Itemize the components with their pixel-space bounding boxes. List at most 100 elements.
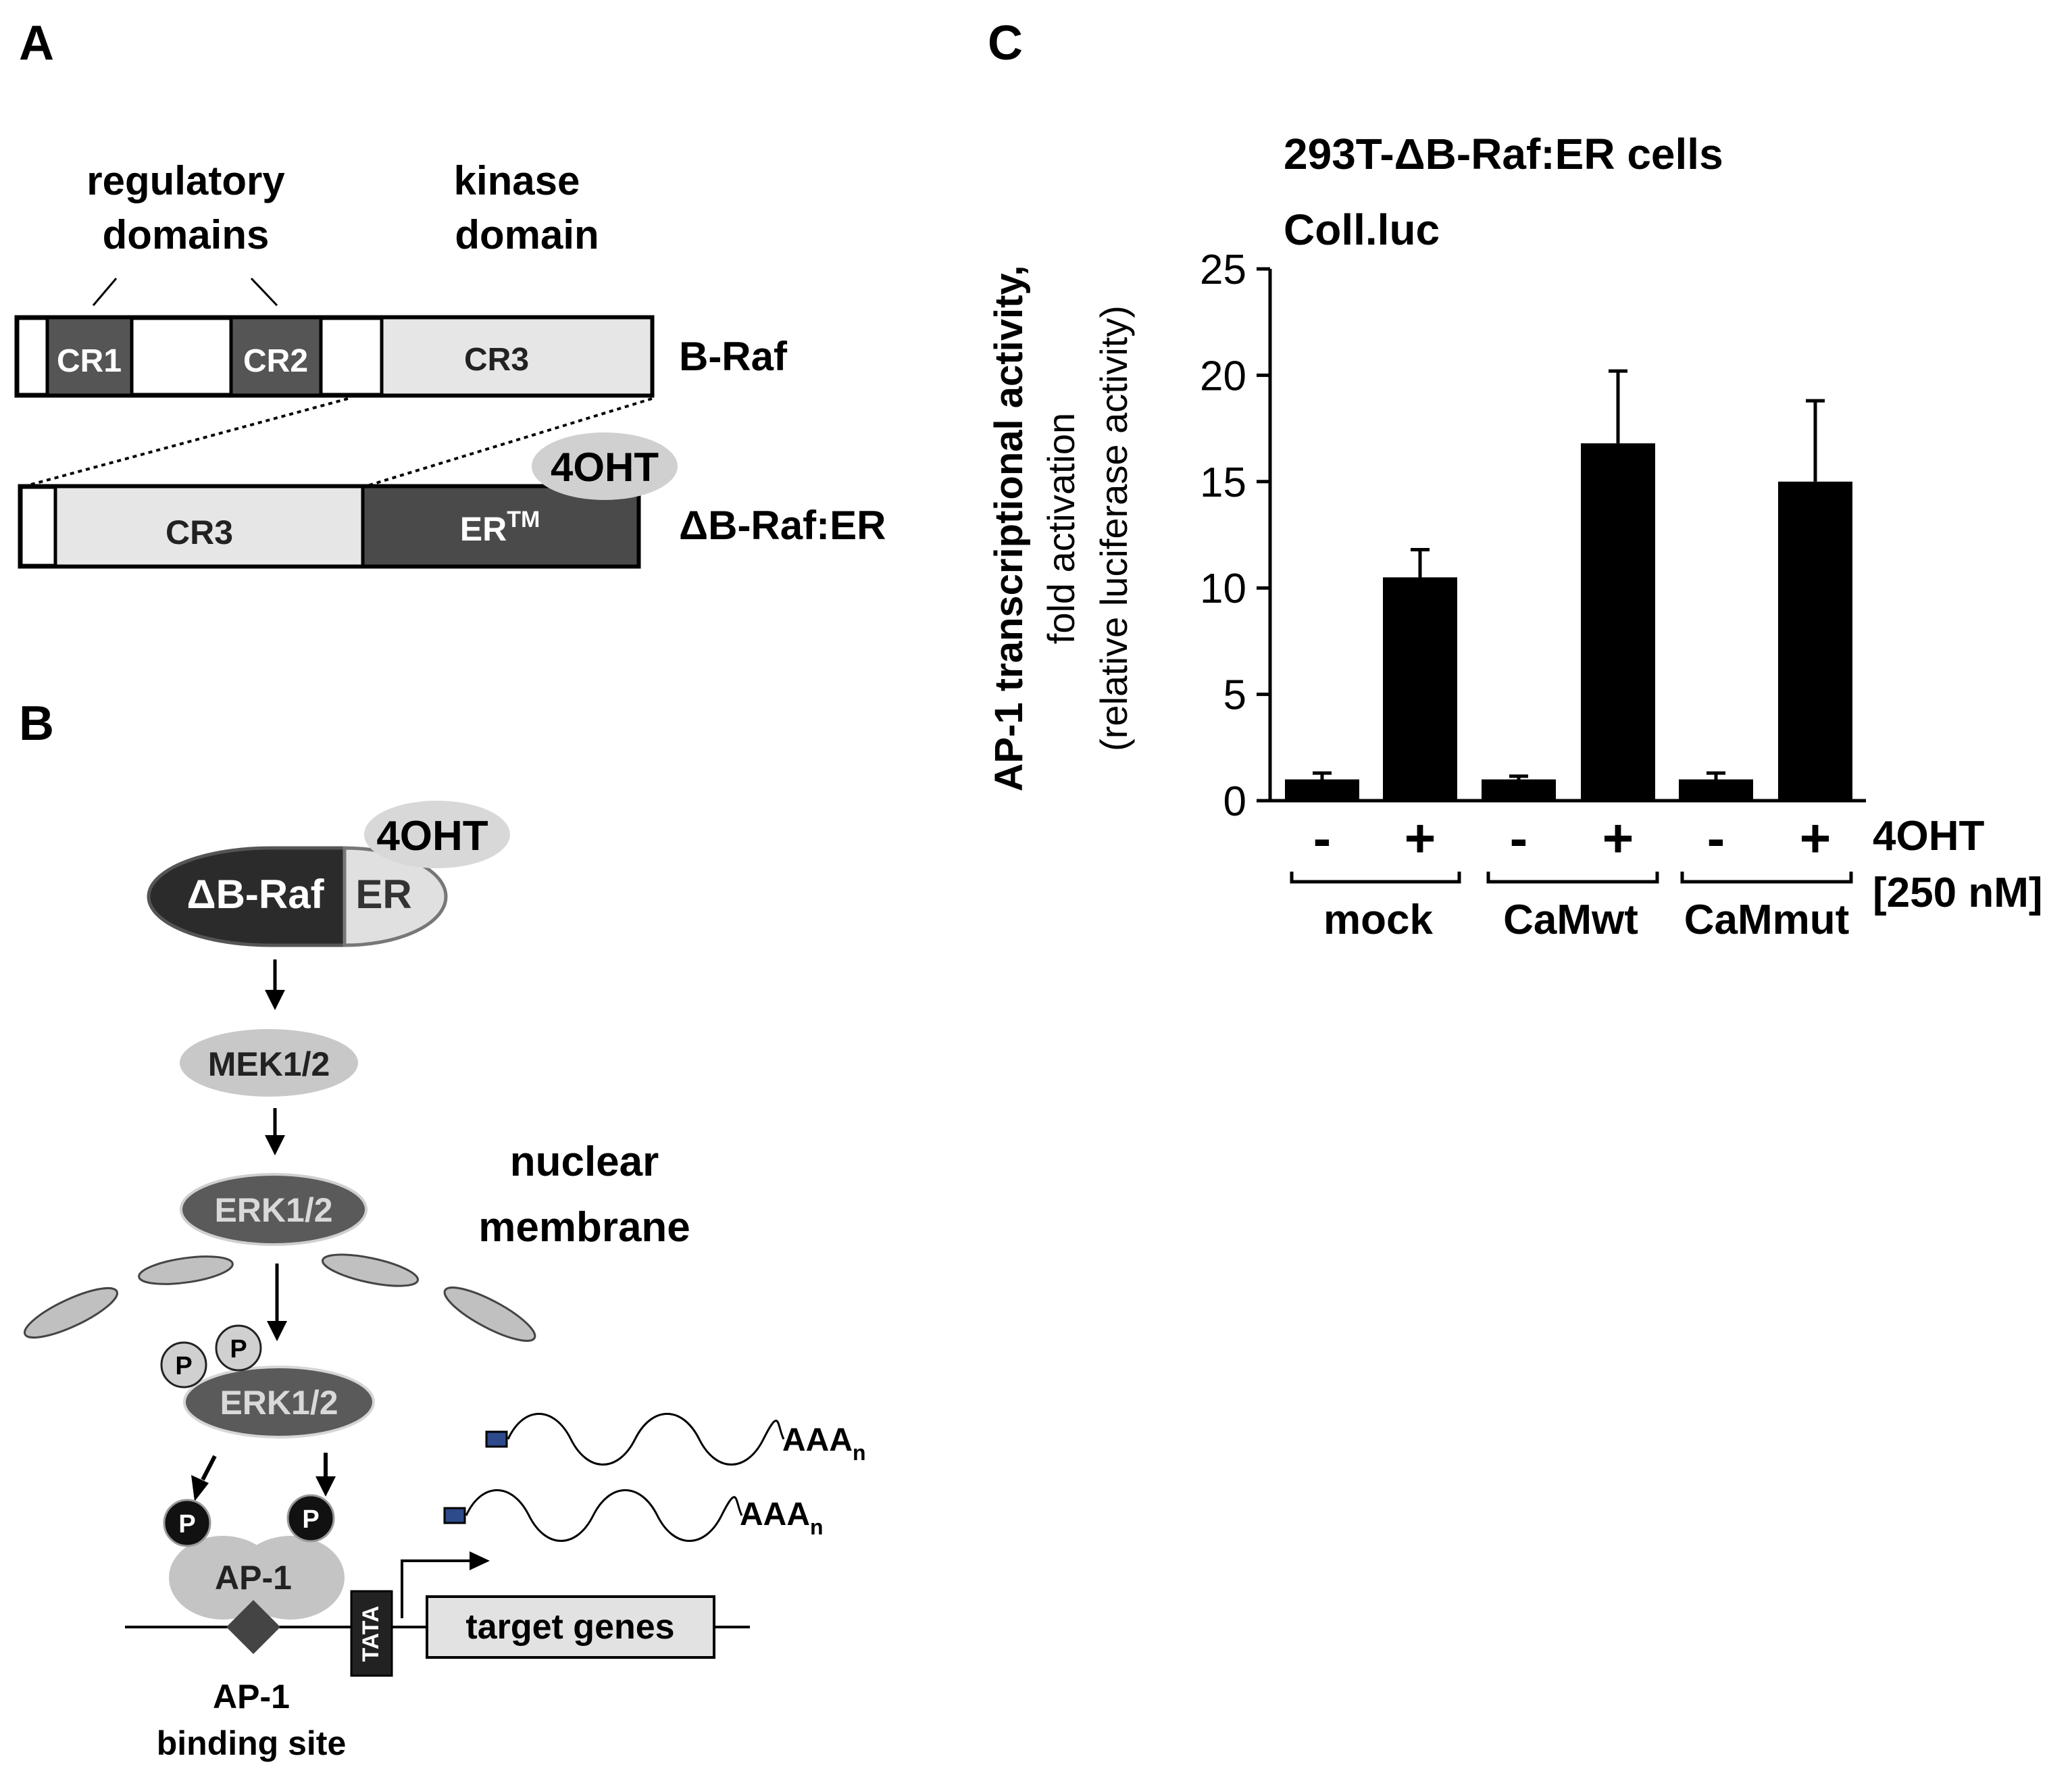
membrane-segment-4 [443, 1286, 536, 1342]
erk-phospho-1-label: P [175, 1352, 192, 1380]
mek-oval [180, 1029, 358, 1097]
zoom-line-left [23, 397, 349, 488]
arrow-4-head [191, 1475, 209, 1501]
panel-b: 4OHT ΔB-Raf ER MEK1/2 ERK1/2 nuclear mem… [24, 801, 866, 1762]
nuclear-label-2: membrane [478, 1204, 690, 1251]
membrane-segment-3 [321, 1253, 420, 1287]
ligand-4oht-a [532, 432, 678, 500]
chart-axes [1268, 269, 1866, 803]
treatment-sign: - [1707, 808, 1725, 868]
treatment-sign: + [1405, 808, 1436, 868]
kinase-label-2: domain [455, 212, 599, 257]
regulatory-label-2: domains [103, 212, 270, 257]
target-genes-box [426, 1595, 715, 1659]
arrow-5-head [315, 1476, 336, 1497]
delta-braf-dark-half [147, 846, 347, 947]
delta-braf-er-bar: CR3 ERTM [18, 484, 641, 569]
tss-arrow-line [401, 1559, 473, 1618]
group-label-cammut: CaMmut [1684, 897, 1850, 943]
y-axis-label-bold: AP-1 transcriptional activity, [987, 266, 1031, 792]
treatment-label: 4OHT [1873, 813, 1984, 859]
y-axis-label-2: fold activation [1040, 413, 1082, 644]
binding-site-label-1: AP-1 [213, 1678, 290, 1716]
sign-labels: - + - + - + [1313, 808, 1831, 868]
erk-phospho-1 [160, 1341, 207, 1389]
erk-phospho-2-label: P [230, 1335, 247, 1364]
panel-c: 293T-ΔB-Raf:ER cells Coll.luc AP-1 trans… [987, 130, 2042, 943]
arrow-1-head [265, 990, 285, 1010]
y-tick-label: 25 [1200, 247, 1246, 293]
panel-label-a: A [19, 16, 54, 70]
chart-title: 293T-ΔB-Raf:ER cells [1284, 130, 1723, 178]
bars [1285, 369, 1852, 801]
cr2-label: CR2 [243, 343, 308, 379]
mek-label: MEK1/2 [208, 1045, 330, 1083]
bar [1679, 779, 1753, 801]
tata-box [350, 1590, 393, 1677]
bar [1482, 779, 1556, 801]
group-label-camwt: CaMwt [1503, 897, 1638, 943]
group-label-mock: mock [1323, 897, 1433, 943]
treatment-sign: + [1800, 808, 1831, 868]
bracket-mock [1290, 872, 1461, 884]
braf-name: B-Raf [679, 334, 788, 379]
delta-braf-er-label: ER [355, 872, 411, 917]
bar [1581, 443, 1655, 801]
erk-oval [180, 1173, 368, 1246]
cr3-label: CR3 [464, 342, 529, 378]
bar [1778, 481, 1852, 801]
regulatory-label-1: regulatory [86, 158, 285, 203]
ap1-binding-site [226, 1600, 280, 1654]
delta-braf-dark-label: ΔB-Raf [186, 872, 324, 917]
cr3-block [380, 316, 654, 397]
target-genes-label: target genes [465, 1607, 674, 1647]
ligand-4oht-b [364, 801, 510, 868]
bracket-camwt [1486, 872, 1659, 884]
delta-cr3-block [53, 484, 365, 568]
cr1-label: CR1 [57, 343, 122, 379]
membrane-segment-2 [138, 1255, 234, 1285]
treatment-sign: - [1510, 808, 1528, 868]
ligand-4oht-a-label: 4OHT [551, 445, 659, 490]
y-tick-label: 5 [1223, 672, 1246, 719]
mrna-strand-2 [465, 1489, 743, 1542]
tata-label: TATA [358, 1605, 384, 1661]
mrna-strand-1 [507, 1413, 785, 1466]
nuclear-label-1: nuclear [510, 1139, 659, 1185]
bar [1285, 779, 1359, 801]
erk-label: ERK1/2 [214, 1191, 332, 1229]
bar [1383, 577, 1457, 801]
kinase-label-1: kinase [454, 158, 580, 203]
mrna-cap-1 [485, 1430, 508, 1448]
erk-p-label: ERK1/2 [220, 1384, 338, 1422]
panel-label-b: B [19, 697, 54, 751]
delta-cr3-label: CR3 [166, 514, 233, 551]
treatment-conc: [250 nM] [1873, 870, 2042, 916]
membrane-segment-1 [24, 1286, 118, 1339]
arrow-2-head [265, 1135, 285, 1155]
y-tick-label: 0 [1223, 778, 1246, 825]
panel-label-c: C [988, 16, 1023, 70]
er-label: ERTM [460, 507, 540, 548]
chart-subtitle: Coll.luc [1284, 205, 1440, 254]
ap1-phospho-1 [163, 1499, 211, 1547]
y-tick-label: 10 [1200, 566, 1246, 612]
ap1-phospho-1-label: P [178, 1510, 195, 1539]
cr1-block [45, 316, 134, 397]
treatment-sign: - [1313, 808, 1332, 868]
panel-a: regulatory domains kinase domain CR1 CR2… [14, 158, 886, 569]
arrow-3-head [267, 1321, 287, 1341]
binding-site-label-2: binding site [157, 1724, 347, 1762]
tss-arrow-head [470, 1551, 490, 1570]
mrna-tail-1: AAAn [782, 1422, 866, 1465]
treatment-sign: + [1602, 808, 1634, 868]
mrna-cap-2 [443, 1507, 466, 1524]
braf-domain-bar: CR1 CR2 CR3 [14, 315, 655, 398]
er-block [361, 484, 640, 568]
regulatory-pointer-1 [92, 278, 118, 306]
y-tick-label: 15 [1200, 459, 1246, 506]
delta-braf-er-name: ΔB-Raf:ER [679, 503, 886, 548]
ap1-right-lobe [236, 1536, 345, 1620]
